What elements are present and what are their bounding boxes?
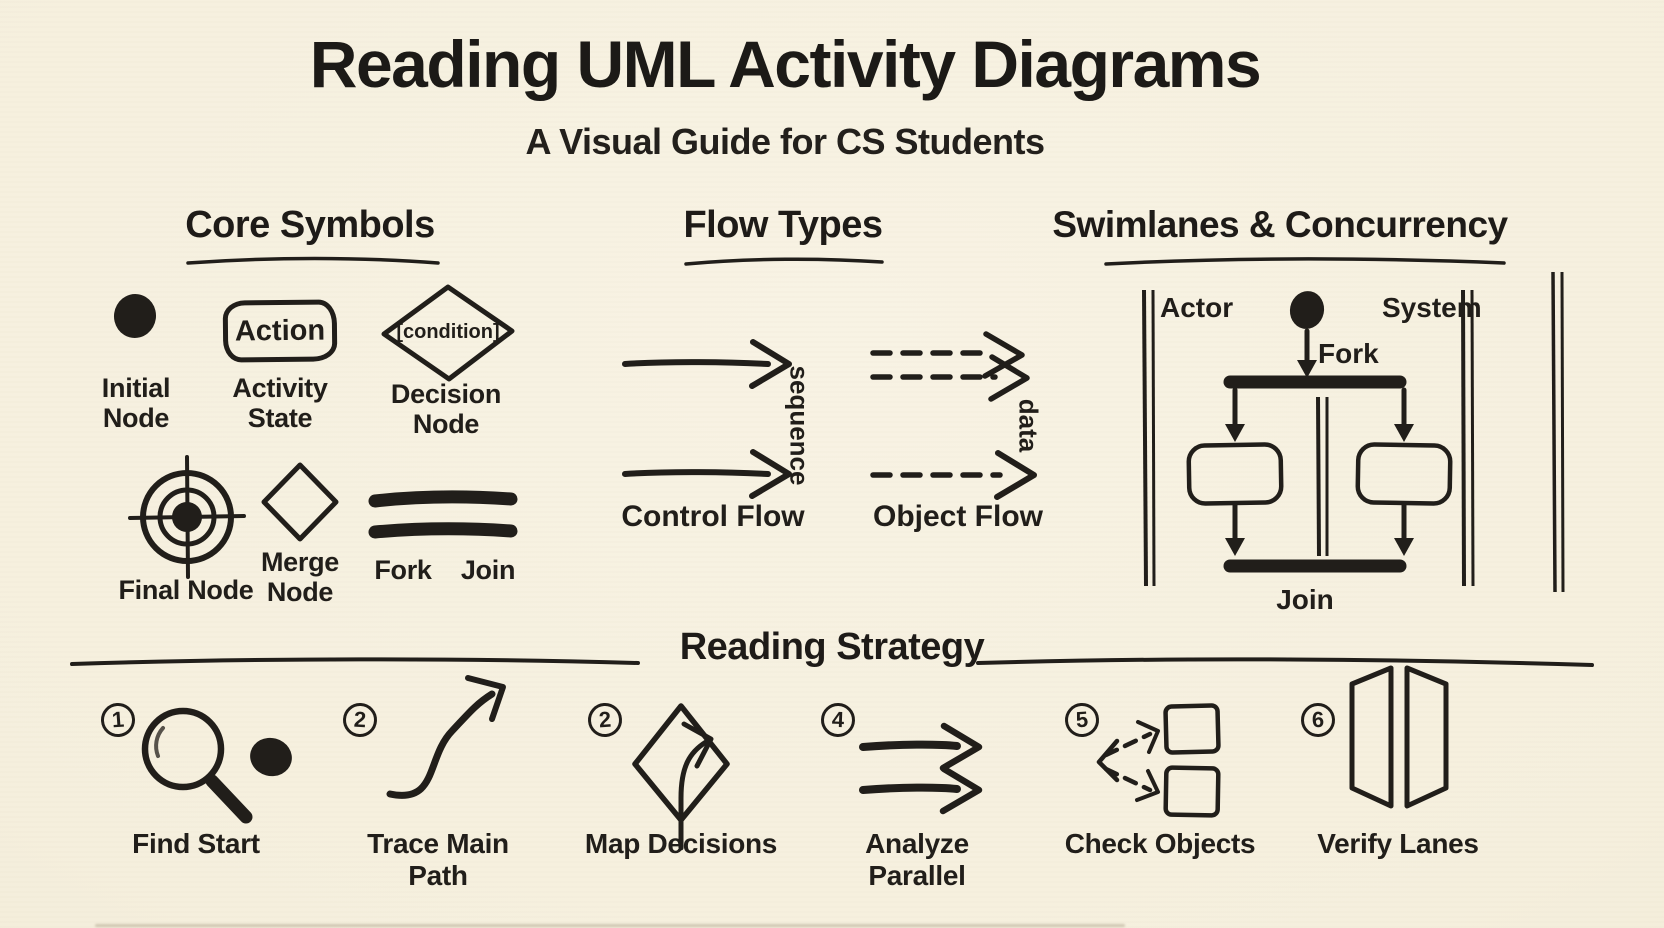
control-flow-arrow-2 <box>622 449 792 499</box>
swim-start-arrow <box>1297 328 1317 378</box>
swimlanes-heading: Swimlanes & Concurrency <box>1052 204 1508 245</box>
page-title: Reading UML Activity Diagrams <box>309 27 1262 101</box>
object-flow-arrow-single <box>870 450 1037 500</box>
initial-node-label: Initial Node <box>101 373 171 433</box>
parallel-arrows-icon <box>859 722 983 815</box>
final-node-icon <box>128 455 246 579</box>
merge-node-label: Merge Node <box>260 547 340 607</box>
data-annotation: data <box>1013 398 1044 453</box>
join-bar-icon <box>368 522 518 539</box>
decision-node-icon <box>381 284 515 382</box>
core-symbols-heading: Core Symbols <box>185 204 435 246</box>
sequence-annotation: sequence <box>784 365 815 486</box>
swim-join-label: Join <box>1276 584 1334 615</box>
swim-right-branch-arrow <box>1394 387 1414 442</box>
actor-lane-label: Actor <box>1160 292 1234 323</box>
step-4-label: Analyze Parallel <box>865 828 969 891</box>
heading-underlines <box>186 256 1506 266</box>
step-2-label: Trace Main Path <box>367 828 509 891</box>
object-flow-label: Object Flow <box>872 500 1043 533</box>
bottom-edge-artifact <box>95 924 1125 927</box>
swim-left-branch-arrow <box>1225 387 1245 442</box>
decision-node-label: Decision Node <box>390 379 502 439</box>
swim-fork-label: Fork <box>1318 338 1379 369</box>
step-3-label: Map Decisions <box>584 828 778 859</box>
strategy-icons <box>141 665 1449 851</box>
reading-strategy-heading: Reading Strategy <box>679 626 985 668</box>
decision-condition-text: [condition] <box>396 321 500 343</box>
initial-node-icon <box>111 291 159 341</box>
swim-right-action-icon <box>1355 442 1453 506</box>
strategy-divider-lines <box>70 657 1594 667</box>
step-6-label: Verify Lanes <box>1317 828 1479 859</box>
flow-types-heading: Flow Types <box>683 204 883 246</box>
control-flow-label: Control Flow <box>621 500 805 533</box>
magnifier-icon <box>141 707 253 824</box>
fork-bar-icon <box>368 490 518 508</box>
activity-state-text: Action <box>234 314 326 347</box>
flow-types-graphics <box>622 331 1037 500</box>
fork-bar-label: Fork <box>374 555 432 585</box>
decision-map-icon <box>632 703 730 851</box>
control-flow-arrow-1 <box>622 339 792 389</box>
right-lane-border <box>1461 289 1475 587</box>
core-symbols-row2 <box>128 455 518 579</box>
swimlane-diagram <box>1142 271 1565 593</box>
middle-lane-divider <box>1316 396 1329 557</box>
activity-state-label: Activity State <box>232 373 328 433</box>
far-right-lane-border <box>1551 271 1565 593</box>
merge-node-icon <box>261 462 339 542</box>
left-lane-border <box>1142 289 1156 587</box>
swim-left-action-icon <box>1186 442 1284 506</box>
final-node-label: Final Node <box>118 575 254 605</box>
object-check-icon <box>1096 703 1221 818</box>
page-subtitle: A Visual Guide for CS Students <box>525 121 1045 162</box>
step-1-label: Find Start <box>132 828 260 859</box>
start-dot-icon <box>250 737 292 777</box>
swim-right-join-arrow <box>1394 502 1414 556</box>
step-5-label: Check Objects <box>1064 828 1256 859</box>
system-lane-label: System <box>1382 292 1482 323</box>
swim-initial-node-icon <box>1289 291 1325 329</box>
lanes-icon <box>1349 665 1449 809</box>
swim-left-join-arrow <box>1225 502 1245 556</box>
curve-arrow-icon <box>386 675 506 799</box>
activity-state-icon: Action <box>222 299 338 363</box>
join-bar-label: Join <box>460 555 516 585</box>
object-flow-arrow-double <box>870 331 1030 402</box>
